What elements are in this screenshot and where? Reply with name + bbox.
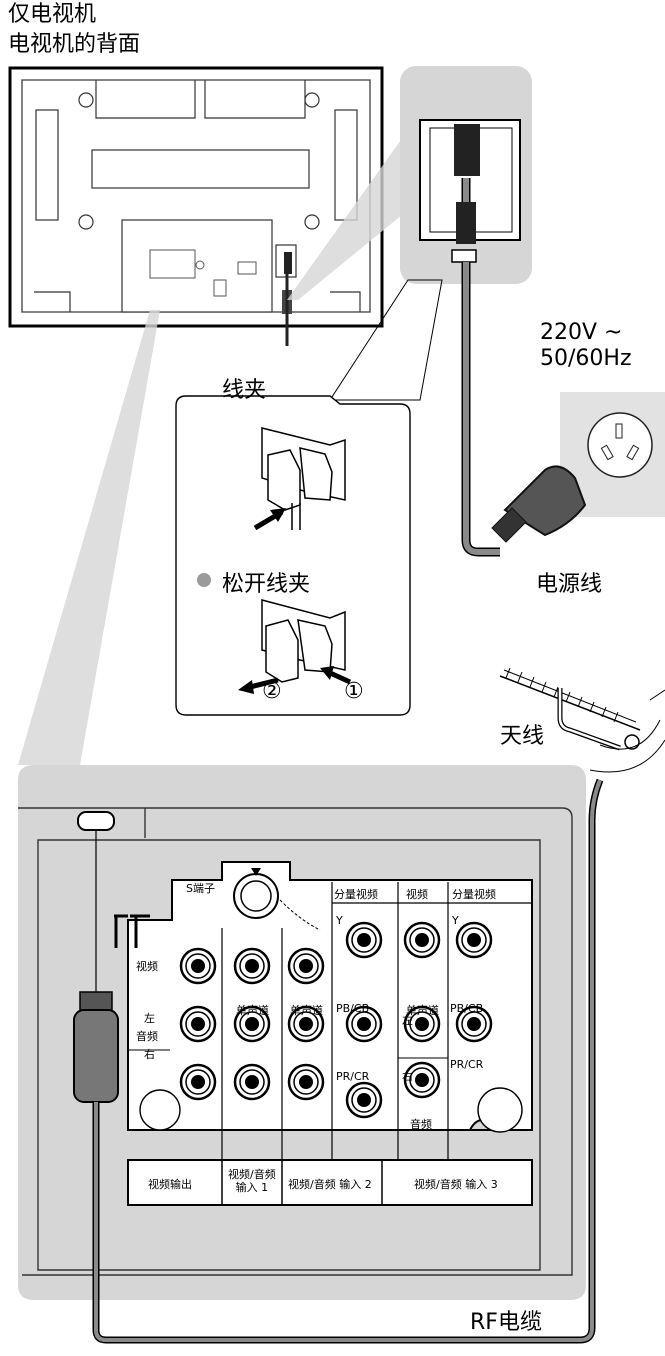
left-label: 左 (144, 1012, 155, 1025)
right-label: 右 (144, 1048, 155, 1061)
mono-label-1: 单声道 (236, 1004, 269, 1017)
heading-tv-back: 电视机的背面 (8, 32, 141, 57)
y2-label: Y (452, 914, 459, 927)
step-1-label: ① (344, 679, 364, 704)
heading-tv-only: 仅电视机 (8, 2, 97, 27)
release-clamp-label: 松开线夹 (222, 572, 311, 597)
voltage-label: 220V ~ (540, 320, 623, 345)
component-video-2-label: 分量视频 (452, 888, 496, 901)
wall-outlet (491, 392, 665, 543)
video-header-label: 视频 (406, 888, 428, 901)
right-small-label: 右 (402, 1070, 413, 1083)
frequency-label: 50/60Hz (540, 346, 632, 371)
rca-jacks (179, 921, 493, 1119)
av-input-2-label: 视频/音频 输入 2 (288, 1178, 372, 1191)
tv-back (8, 66, 384, 346)
antenna (499, 667, 665, 773)
s-terminal-label: S端子 (186, 882, 215, 895)
pr1-label: PR/CR (336, 1070, 370, 1083)
video-out-label: 视频输出 (148, 1178, 192, 1191)
component-video-1-label: 分量视频 (334, 888, 378, 901)
mono-label-2: 单声道 (290, 1004, 323, 1017)
video-row-label: 视频 (136, 960, 158, 973)
tv-socket-zoom (287, 66, 532, 557)
pr2-label: PR/CR (450, 1058, 484, 1071)
audio-label: 音频 (136, 1030, 158, 1043)
rf-cable (73, 778, 604, 1344)
clamp-label: 线夹 (222, 378, 267, 403)
power-cord-label: 电源线 (536, 572, 603, 597)
av-input-3-label: 视频/音频 输入 3 (414, 1178, 498, 1191)
y1-label: Y (336, 914, 343, 927)
pb1-label: PB/CB (336, 1002, 370, 1015)
pb2-label: PB/CB (450, 1002, 484, 1015)
mono-label-3: 单声道 (406, 1004, 439, 1017)
antenna-label: 天线 (500, 724, 545, 749)
av-input-1-label: 视频/音频 输入 1 (228, 1168, 276, 1194)
audio-small-label: 音频 (410, 1118, 432, 1131)
step-2-label: ② (262, 679, 282, 704)
rf-cable-label: RF电缆 (470, 1310, 542, 1335)
clamp-callout (175, 279, 443, 716)
left-small-label: 左 (402, 1014, 413, 1027)
